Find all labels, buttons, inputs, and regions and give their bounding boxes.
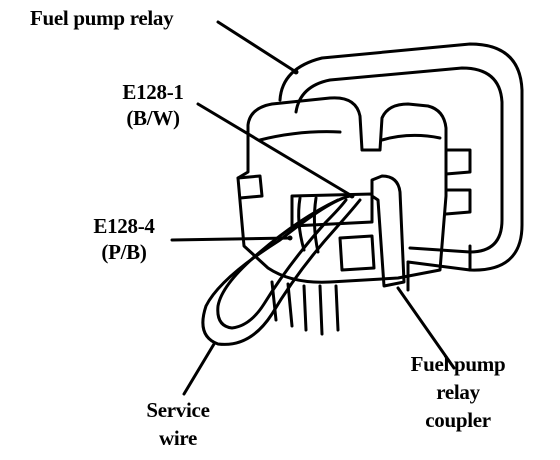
service-wire-leg (297, 196, 320, 254)
leader-coupler (396, 286, 456, 370)
wire-bundle (270, 280, 340, 336)
coupler-left-tab (236, 174, 264, 200)
leader-e128-4 (170, 236, 292, 242)
leader-fuel-pump-relay (216, 20, 298, 74)
service-wire-loop-inner (216, 198, 348, 330)
leader-dot-e128-1 (349, 193, 355, 199)
label-service-wire-line2: wire (158, 426, 198, 450)
label-e128-1-wire-color: (B/W) (126, 106, 180, 130)
leader-e128-1 (196, 102, 354, 198)
service-wire-loop-outer (201, 194, 362, 346)
label-e128-4: E128-4 (93, 214, 155, 238)
label-e128-1: E128-1 (122, 80, 184, 104)
label-service-wire-line1: Service (146, 398, 210, 422)
label-coupler-line1: Fuel pump (410, 352, 506, 376)
leader-dot-relay (293, 69, 299, 75)
label-coupler-line3: coupler (425, 408, 491, 432)
label-fuel-pump-relay: Fuel pump relay (30, 6, 174, 30)
label-e128-4-wire-color: (P/B) (101, 240, 147, 264)
leader-dot-e128-4 (287, 235, 293, 241)
relay-housing-inner (294, 66, 504, 254)
coupler-latch (370, 174, 406, 288)
leader-service-wire (182, 342, 216, 396)
label-coupler-line2: relay (436, 380, 480, 404)
coupler-cavity-upper (290, 192, 374, 228)
coupler-cavity-lower (338, 234, 376, 272)
coupler-top-ridge (258, 130, 442, 142)
coupler-rib (444, 148, 472, 216)
coupler-body (236, 96, 448, 284)
